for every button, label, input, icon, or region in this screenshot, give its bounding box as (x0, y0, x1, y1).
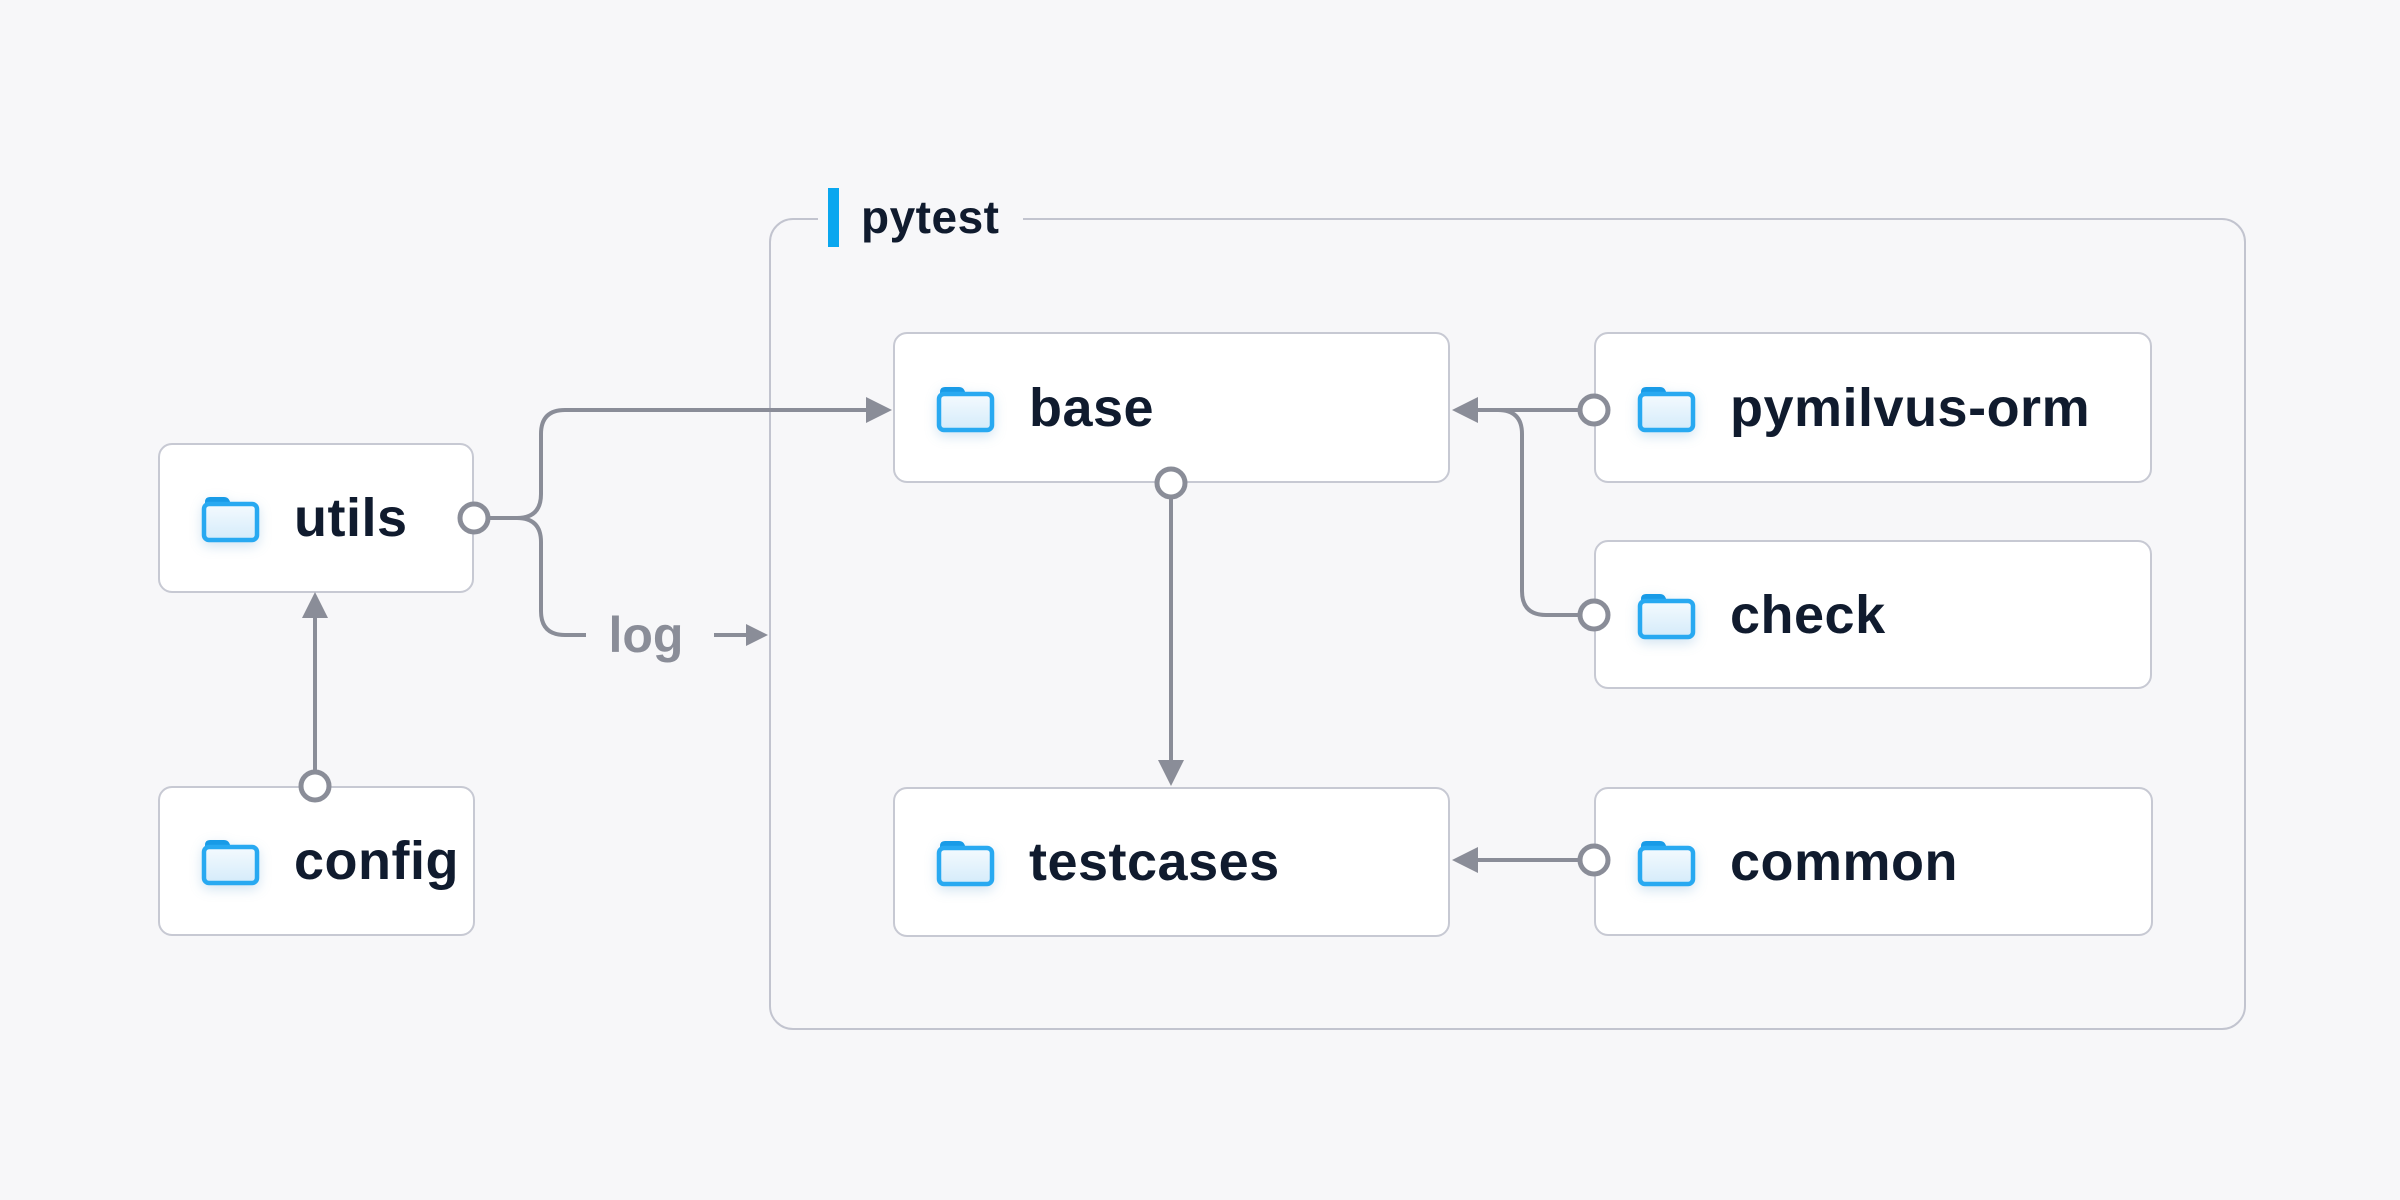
folder-icon (201, 497, 260, 543)
node-label: check (1730, 584, 1886, 645)
group-pytest[interactable] (769, 218, 2246, 1030)
group-pytest-label: pytest (818, 187, 1024, 247)
edge-label-log: log (608, 607, 684, 663)
node-label: base (1029, 377, 1155, 438)
folder-icon (1637, 593, 1696, 639)
edge-config-utils (298, 592, 332, 803)
group-label-text: pytest (861, 191, 1000, 243)
folder-icon (1637, 386, 1696, 432)
node-label: common (1730, 831, 1959, 892)
folder-icon (201, 840, 260, 886)
node-testcases[interactable]: testcases (893, 787, 1450, 937)
folder-icon (1637, 840, 1696, 886)
folder-icon (936, 841, 995, 887)
node-config[interactable]: config (158, 786, 475, 936)
node-check[interactable]: check (1594, 540, 2152, 689)
node-label: testcases (1029, 832, 1280, 892)
folder-icon (936, 386, 995, 432)
node-base[interactable]: base (893, 332, 1450, 483)
node-pymilvus-orm[interactable]: pymilvus-orm (1594, 332, 2152, 483)
node-label: utils (294, 488, 408, 548)
group-accent-bar (828, 187, 839, 247)
node-utils[interactable]: utils (158, 443, 474, 593)
node-label: config (294, 831, 459, 891)
node-common[interactable]: common (1594, 787, 2153, 936)
node-label: pymilvus-orm (1730, 377, 2091, 438)
